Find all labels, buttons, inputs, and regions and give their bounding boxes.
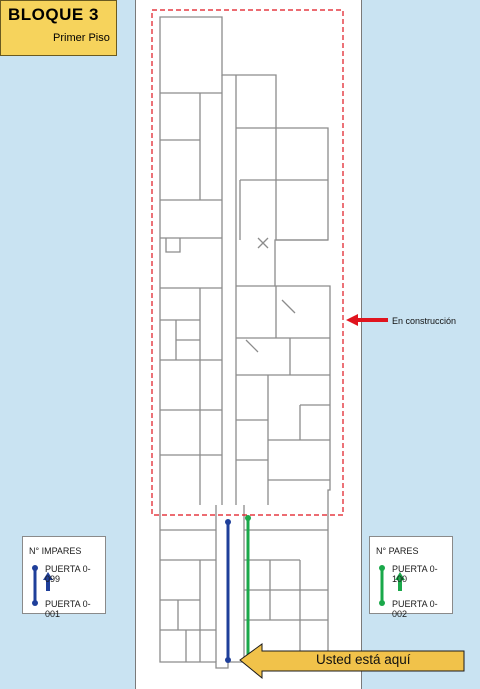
you-are-here-label: Usted está aquí <box>316 652 411 667</box>
legend-even-title: N° PARES <box>376 546 419 556</box>
legend-even-doors: N° PARES PUERTA 0-100 PUERTA 0-002 <box>369 536 453 619</box>
walls <box>159 16 331 669</box>
legend-even-top-door: PUERTA 0-100 <box>392 564 438 584</box>
arrow-up-icon <box>46 579 50 591</box>
you-are-here-arrow <box>239 643 465 680</box>
odd-legend-graphic <box>32 565 53 606</box>
legend-odd-title: N° IMPARES <box>29 546 82 556</box>
arrow-up-icon <box>398 579 402 591</box>
even-doors-route <box>245 515 251 663</box>
even-legend-graphic <box>379 565 405 606</box>
construction-zone <box>151 9 344 516</box>
block-title-box: BLOQUE 3 Primer Piso <box>0 0 117 56</box>
block-title: BLOQUE 3 <box>8 5 99 24</box>
construction-label: En construcción <box>392 316 457 326</box>
legend-odd-bottom-door: PUERTA 0-001 <box>45 599 91 619</box>
floor-subtitle: Primer Piso <box>53 32 110 44</box>
odd-doors-route <box>225 519 231 663</box>
legend-odd-doors: N° IMPARES PUERTA 0-099 PUERTA 0-001 <box>22 536 106 619</box>
legend-even-bottom-door: PUERTA 0-002 <box>392 599 438 619</box>
legend-odd-top-door: PUERTA 0-099 <box>45 564 91 584</box>
construction-arrow <box>346 314 388 326</box>
